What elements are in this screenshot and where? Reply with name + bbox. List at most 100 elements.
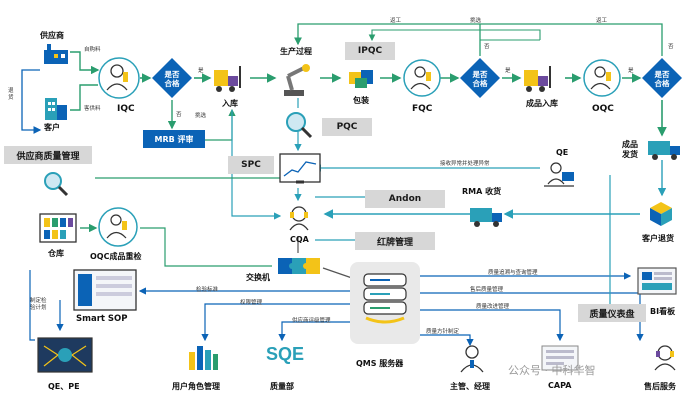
red-card-box: 红牌管理 (355, 232, 435, 250)
no-label-3: 否 (668, 44, 674, 50)
switch-to-qms-line (322, 267, 353, 279)
warehouse-label: 仓库 (48, 249, 64, 258)
smart-sop-label: Smart SOP (76, 314, 128, 324)
building-icon (45, 98, 67, 120)
quality-dashboard-box: 质量仪表盘 (578, 304, 646, 322)
receive-abnormal-label: 接收异常并处理异常 (440, 161, 490, 167)
qepe-label: QE、PE (48, 382, 80, 391)
qms-server-label: QMS 服务器 (356, 359, 404, 368)
people-group-icon (189, 346, 218, 370)
qms-to-capa-line (420, 309, 564, 342)
customer-material-label: 客供料 (84, 106, 101, 112)
forklift-icon-2 (524, 66, 551, 92)
ipqc-box: IPQC (345, 42, 395, 60)
spc-monitor-icon (279, 153, 321, 184)
qms-to-managers-line (420, 334, 474, 347)
return-box-icon (650, 202, 672, 226)
no-label-2: 否 (484, 44, 490, 50)
customer-to-iqc-line (70, 84, 98, 111)
andon-box: Andon (365, 190, 445, 208)
production-label: 生产过程 (280, 47, 312, 56)
inbound-to-cqa-line (231, 110, 282, 220)
yes-label-1: 是 (198, 68, 204, 74)
switch-label: 交换机 (246, 273, 270, 282)
supplier-review-label: 供应商评级管理 (292, 318, 331, 324)
package-icon (349, 70, 373, 88)
qms-to-roles-line (201, 303, 350, 342)
pqc-box: PQC (322, 118, 372, 136)
fqc-label: FQC (412, 104, 433, 114)
sqe-logo: SQE (266, 344, 305, 364)
iqc-label: IQC (117, 104, 135, 114)
watermark-text: 公众号 · 中科华智 (508, 364, 596, 377)
pick-loop-line (368, 29, 541, 42)
rma-truck-icon (470, 208, 502, 227)
qe-label: QE (556, 148, 569, 157)
forklift-icon (214, 66, 241, 92)
bi-dashboard-icon (637, 267, 677, 295)
manager-person-icon (460, 345, 484, 373)
self-material-label: 自购料 (84, 47, 101, 53)
recheck-inspector-icon (98, 207, 138, 247)
fqc-inspector-icon (403, 59, 441, 97)
server-stack-icon (363, 273, 407, 324)
support-headset-icon (654, 345, 676, 371)
decision-2-text: 是否 合格 (472, 70, 488, 88)
decision-diamond-3 (642, 58, 682, 98)
finished-inbound-label: 成品入库 (526, 99, 558, 108)
decision-diamond-1 (152, 58, 192, 98)
packing-label: 包装 (353, 96, 369, 105)
decision-3-text: 是否 合格 (654, 70, 670, 88)
puzzle-switch-icon (278, 258, 320, 274)
inbound-label: 入库 (222, 99, 238, 108)
permission-label: 权限管理 (240, 300, 263, 306)
oqc-label: OQC (592, 104, 614, 114)
no-label-1: 否 (176, 112, 182, 118)
rma-label: RMA 收货 (462, 187, 502, 196)
factory-icon (44, 44, 68, 64)
quality-policy-label: 质量方针制定 (426, 329, 460, 335)
managers-label: 主管、经理 (450, 382, 490, 391)
truck-icon (648, 141, 680, 160)
recheck-to-switch-line (140, 227, 272, 267)
yes-label-2: 是 (505, 68, 511, 74)
supplier-label: 供应商 (40, 31, 64, 40)
mrb-pick-line (205, 108, 236, 141)
quality-tracking-label: 质量追溯与查询管理 (488, 270, 538, 276)
oqc-recheck-label: OQC成品重检 (90, 252, 142, 261)
robot-arm-icon (284, 64, 310, 96)
after-sales-mgmt-label: 售后质量管理 (470, 287, 504, 293)
qepe-plan-line (29, 270, 35, 341)
decision-diamond-2 (460, 58, 500, 98)
search-magnifier-icon (44, 172, 69, 197)
rework-label-1: 返工 (390, 18, 402, 24)
qepe-board-icon (37, 337, 93, 373)
supplier-quality-box: 供应商质量管理 (4, 146, 92, 164)
quality-dept-label: 质量部 (270, 382, 294, 391)
rework-label-2: 返工 (596, 18, 608, 24)
qms-to-sqe-line (278, 321, 350, 342)
make-plan-label: 制定检 验计划 (30, 298, 47, 311)
inspector-icon (98, 57, 140, 99)
user-roles-label: 用户角色管理 (172, 382, 220, 391)
customer-return-label: 客户退货 (642, 234, 674, 243)
pick-label-1: 挑选 (195, 113, 207, 119)
pick-label-2: 挑选 (470, 18, 482, 24)
sop-monitor-icon (73, 269, 137, 311)
spc-box: SPC (228, 156, 274, 174)
after-sales-label: 售后服务 (644, 382, 676, 391)
qe-person-icon (544, 162, 574, 187)
supplier-to-iqc-line (70, 51, 100, 75)
return-loop-line (21, 69, 42, 134)
cqa-label: CQA (290, 235, 309, 244)
quality-improve-label: 质量改进管理 (476, 304, 510, 310)
capa-screen-icon (541, 345, 579, 371)
customer-label: 客户 (44, 123, 60, 132)
capa-label: CAPA (548, 381, 572, 390)
magnifier-icon (286, 112, 313, 139)
return-goods-label: 退货 (8, 88, 14, 101)
decision-1-text: 是否 合格 (164, 70, 180, 88)
cqa-headset-icon (289, 206, 309, 231)
